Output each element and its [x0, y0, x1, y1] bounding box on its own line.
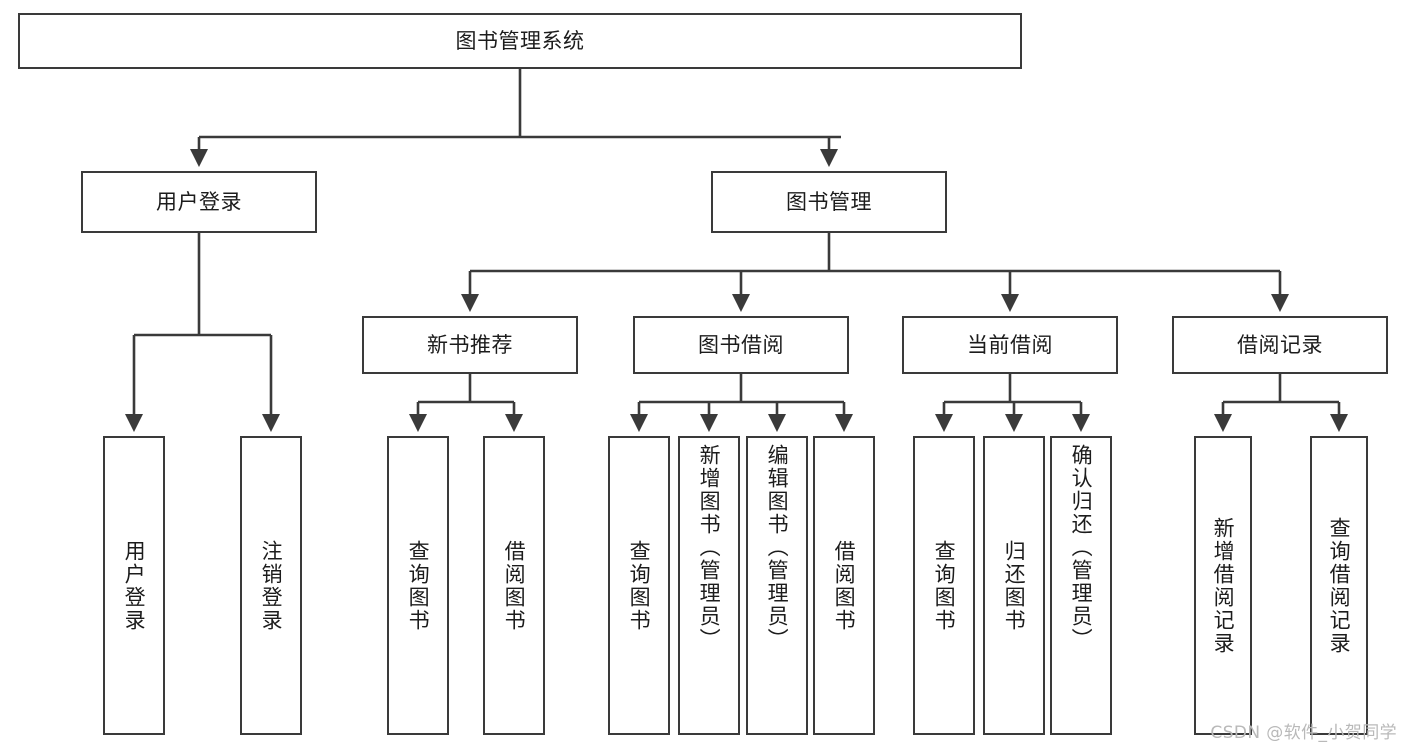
- node-leaf-add-book[interactable]: 新增图书（管理员）: [678, 436, 740, 735]
- node-leaf-logout[interactable]: 注销登录: [240, 436, 302, 735]
- node-book-borrow[interactable]: 图书借阅: [633, 316, 849, 374]
- node-leaf-add-record[interactable]: 新增借阅记录: [1194, 436, 1252, 735]
- node-current-borrow[interactable]: 当前借阅: [902, 316, 1118, 374]
- node-leaf-edit-book[interactable]: 编辑图书（管理员）: [746, 436, 808, 735]
- node-current-borrow-label: 当前借阅: [967, 332, 1053, 357]
- node-user-login-label: 用户登录: [156, 189, 242, 214]
- node-leaf-borrow-book-2[interactable]: 借阅图书: [813, 436, 875, 735]
- node-leaf-borrow-book-1-label: 借阅图书: [502, 539, 527, 632]
- node-user-login[interactable]: 用户登录: [81, 171, 317, 233]
- node-leaf-borrow-book-1[interactable]: 借阅图书: [483, 436, 545, 735]
- node-leaf-query-record[interactable]: 查询借阅记录: [1310, 436, 1368, 735]
- node-leaf-query-book-3-label: 查询图书: [932, 539, 957, 632]
- node-root[interactable]: 图书管理系统: [18, 13, 1022, 69]
- node-leaf-query-book-2-label: 查询图书: [627, 539, 652, 632]
- node-leaf-edit-book-label: 编辑图书（管理员）: [765, 444, 790, 651]
- csdn-watermark: CSDN @软件_小贺同学: [1210, 723, 1397, 743]
- node-book-management[interactable]: 图书管理: [711, 171, 947, 233]
- node-leaf-query-book-2[interactable]: 查询图书: [608, 436, 670, 735]
- node-book-borrow-label: 图书借阅: [698, 332, 784, 357]
- node-leaf-query-book-1[interactable]: 查询图书: [387, 436, 449, 735]
- node-root-label: 图书管理系统: [455, 28, 585, 53]
- edges-user-login-to-leaves: [124, 233, 281, 433]
- node-leaf-add-book-label: 新增图书（管理员）: [697, 444, 722, 651]
- edges-book-management-to-level3: [460, 233, 1290, 313]
- edges-new-book-recommend-to-leaves: [408, 374, 524, 433]
- edges-borrow-record-to-leaves: [1213, 374, 1349, 433]
- node-leaf-logout-label: 注销登录: [259, 539, 284, 632]
- node-leaf-return-book-label: 归还图书: [1002, 539, 1027, 632]
- node-leaf-return-book[interactable]: 归还图书: [983, 436, 1045, 735]
- node-book-management-label: 图书管理: [786, 189, 872, 214]
- edges-root-to-level2: [189, 69, 841, 168]
- node-borrow-record[interactable]: 借阅记录: [1172, 316, 1388, 374]
- node-new-book-recommend[interactable]: 新书推荐: [362, 316, 578, 374]
- node-leaf-confirm-return-label: 确认归还（管理员）: [1069, 444, 1094, 651]
- node-leaf-query-record-label: 查询借阅记录: [1327, 516, 1352, 655]
- node-leaf-add-record-label: 新增借阅记录: [1211, 516, 1236, 655]
- node-borrow-record-label: 借阅记录: [1237, 332, 1323, 357]
- node-leaf-borrow-book-2-label: 借阅图书: [832, 539, 857, 632]
- node-leaf-user-login[interactable]: 用户登录: [103, 436, 165, 735]
- edges-current-borrow-to-leaves: [934, 374, 1091, 433]
- node-leaf-query-book-1-label: 查询图书: [406, 539, 431, 632]
- edges-book-borrow-to-leaves: [629, 374, 854, 433]
- node-new-book-recommend-label: 新书推荐: [427, 332, 513, 357]
- node-leaf-confirm-return[interactable]: 确认归还（管理员）: [1050, 436, 1112, 735]
- node-leaf-query-book-3[interactable]: 查询图书: [913, 436, 975, 735]
- node-leaf-user-login-label: 用户登录: [122, 539, 147, 632]
